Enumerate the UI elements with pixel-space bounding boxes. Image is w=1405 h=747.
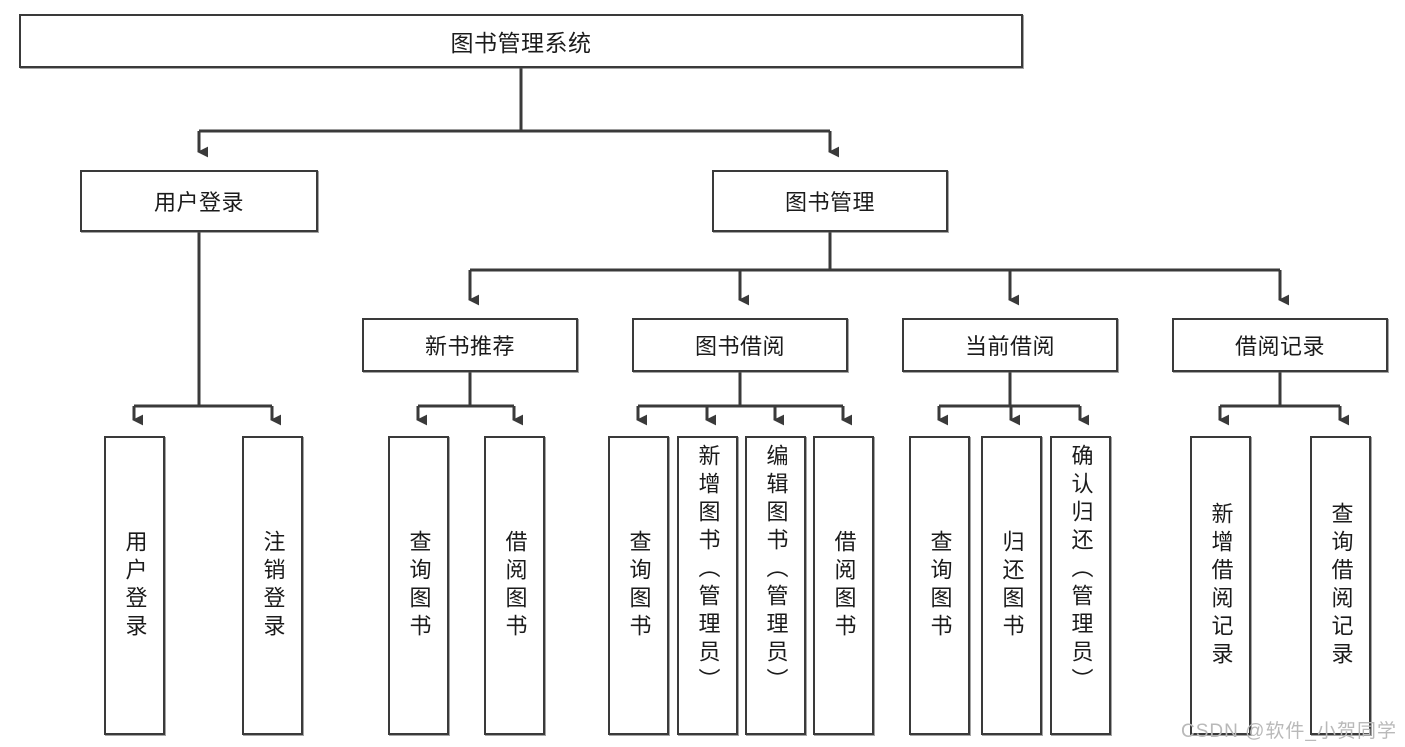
node-leaf-query-book-under-borrow[interactable]: 查询图书 <box>608 436 669 735</box>
node-leaf-user-login[interactable]: 用户登录 <box>104 436 165 735</box>
node-leaf-query-book-under-new-book[interactable]: 查询图书 <box>388 436 449 735</box>
node-leaf-query-book-under-borrow-label: 查询图书 <box>626 529 652 642</box>
node-leaf-return-book-label: 归还图书 <box>999 529 1025 642</box>
node-level3-book-borrow[interactable]: 图书借阅 <box>632 318 848 372</box>
node-level3-current-borrow-label: 当前借阅 <box>964 334 1055 359</box>
node-leaf-add-book-admin[interactable]: 新增图书（管理员） <box>677 436 738 735</box>
node-leaf-user-login-label: 用户登录 <box>122 529 148 642</box>
node-level2-book-management-label: 图书管理 <box>784 190 875 215</box>
node-leaf-add-borrow-record[interactable]: 新增借阅记录 <box>1190 436 1251 735</box>
node-leaf-edit-book-admin-label: 编辑图书（管理员） <box>763 444 789 696</box>
node-root-book-management-system[interactable]: 图书管理系统 <box>19 14 1023 68</box>
node-leaf-query-book-under-current-label: 查询图书 <box>927 529 953 642</box>
node-leaf-query-borrow-record-label: 查询借阅记录 <box>1328 501 1354 670</box>
node-leaf-borrow-book-under-new-book-label: 借阅图书 <box>502 529 528 642</box>
node-leaf-query-borrow-record[interactable]: 查询借阅记录 <box>1310 436 1371 735</box>
node-root-label: 图书管理系统 <box>450 30 592 56</box>
node-leaf-add-borrow-record-label: 新增借阅记录 <box>1208 501 1234 670</box>
node-leaf-confirm-return-admin[interactable]: 确认归还（管理员） <box>1050 436 1111 735</box>
node-level2-user-login-label: 用户登录 <box>153 190 244 215</box>
node-leaf-add-book-admin-label: 新增图书（管理员） <box>695 444 721 696</box>
node-leaf-borrow-book-under-new-book[interactable]: 借阅图书 <box>484 436 545 735</box>
node-level2-user-login[interactable]: 用户登录 <box>80 170 318 232</box>
node-leaf-logout-label: 注销登录 <box>260 529 286 642</box>
node-leaf-return-book[interactable]: 归还图书 <box>981 436 1042 735</box>
node-leaf-borrow-book-under-borrow-label: 借阅图书 <box>831 529 857 642</box>
node-level3-current-borrow[interactable]: 当前借阅 <box>902 318 1118 372</box>
node-leaf-query-book-under-new-book-label: 查询图书 <box>406 529 432 642</box>
node-level3-new-book-recommend[interactable]: 新书推荐 <box>362 318 578 372</box>
node-level3-borrow-record[interactable]: 借阅记录 <box>1172 318 1388 372</box>
node-leaf-borrow-book-under-borrow[interactable]: 借阅图书 <box>813 436 874 735</box>
node-leaf-query-book-under-current[interactable]: 查询图书 <box>909 436 970 735</box>
node-level3-book-borrow-label: 图书借阅 <box>694 334 785 359</box>
node-leaf-edit-book-admin[interactable]: 编辑图书（管理员） <box>745 436 806 735</box>
node-level2-book-management[interactable]: 图书管理 <box>712 170 948 232</box>
node-leaf-confirm-return-admin-label: 确认归还（管理员） <box>1068 444 1094 696</box>
node-level3-new-book-recommend-label: 新书推荐 <box>424 334 515 359</box>
node-leaf-logout[interactable]: 注销登录 <box>242 436 303 735</box>
node-level3-borrow-record-label: 借阅记录 <box>1234 334 1325 359</box>
